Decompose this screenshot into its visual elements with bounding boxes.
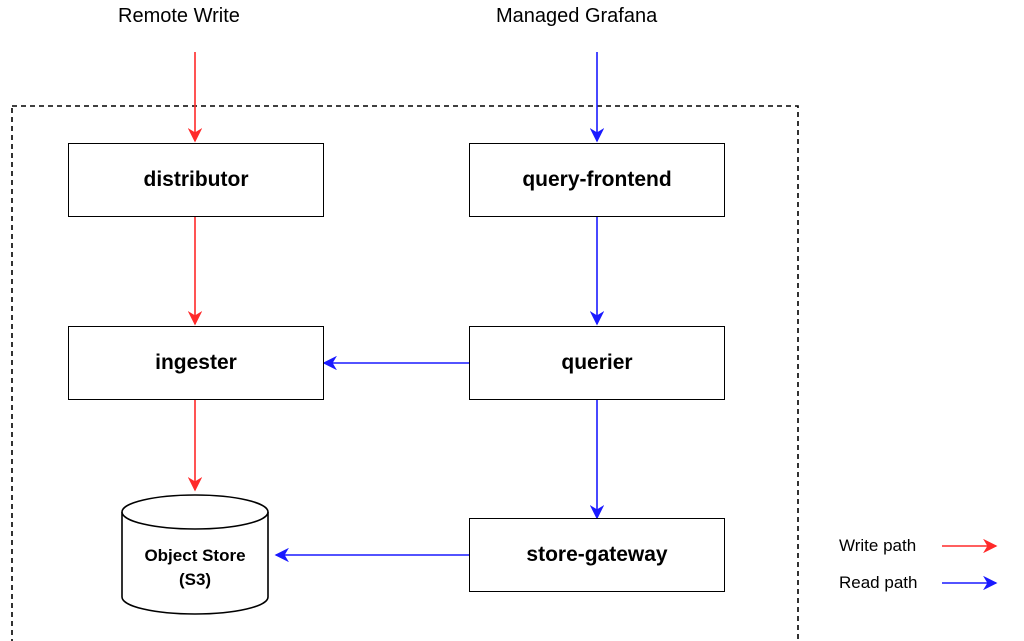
query-frontend-label: query-frontend — [522, 168, 672, 191]
store-gateway-label: store-gateway — [526, 543, 668, 566]
distributor-label: distributor — [143, 168, 249, 191]
legend-write-path: Write path — [839, 536, 917, 555]
managed-grafana-label: Managed Grafana — [496, 5, 658, 27]
object-store-cylinder — [121, 494, 269, 615]
querier-label: querier — [561, 351, 633, 374]
store-gateway-box: store-gateway — [469, 518, 725, 592]
query-frontend-box: query-frontend — [469, 143, 725, 217]
legend-read-path: Read path — [839, 573, 918, 592]
ingester-box: ingester — [68, 326, 324, 400]
remote-write-label: Remote Write — [118, 5, 240, 27]
object-store-label: Object Store (S3) — [122, 544, 268, 592]
system-boundary — [11, 105, 799, 641]
object-store-line2: (S3) — [178, 570, 212, 589]
object-store-line1: Object Store — [144, 546, 246, 565]
distributor-box: distributor — [68, 143, 324, 217]
ingester-label: ingester — [155, 351, 237, 374]
querier-box: querier — [469, 326, 725, 400]
